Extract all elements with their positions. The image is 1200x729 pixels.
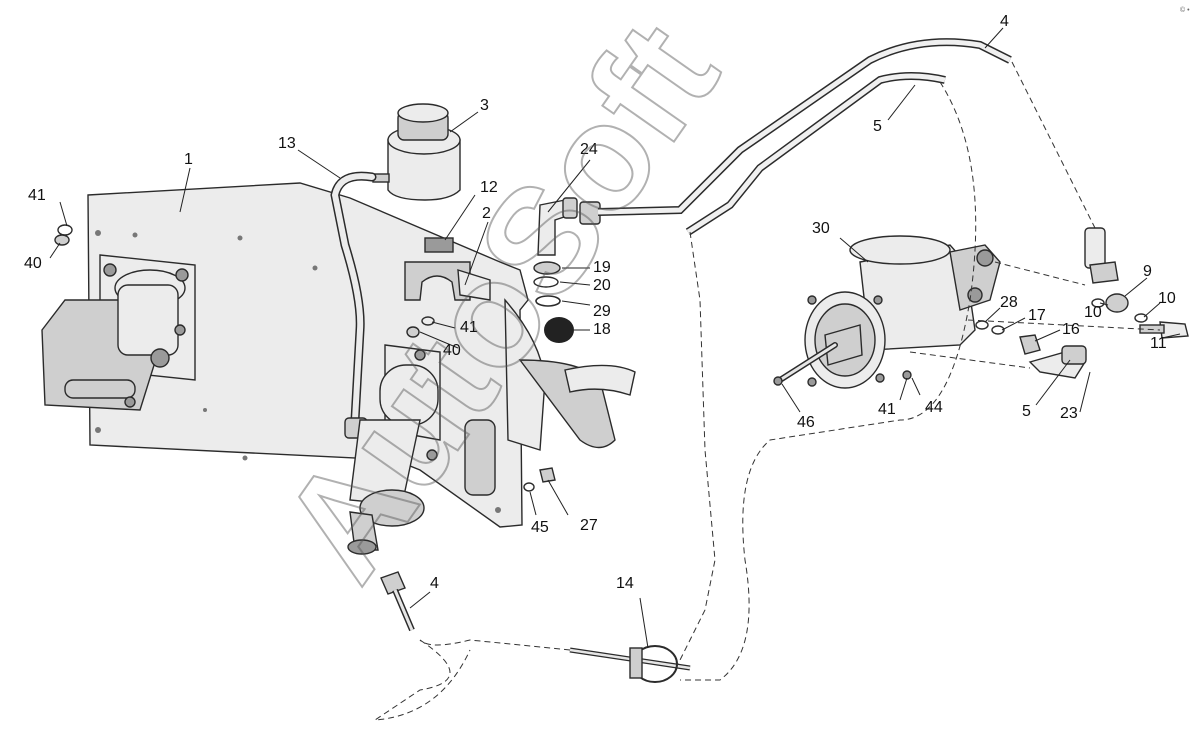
tube-4 — [597, 38, 1012, 216]
bracket-12 — [404, 237, 491, 301]
callout-44: 44 — [925, 399, 943, 416]
washer-41-left — [57, 224, 73, 236]
callout-16: 16 — [1062, 321, 1080, 338]
ring-45 — [523, 482, 535, 492]
washer-41-mid — [421, 316, 435, 326]
cap-18 — [544, 317, 574, 343]
callout-23: 23 — [1060, 405, 1078, 422]
seal-29 — [535, 295, 561, 307]
callout-27: 27 — [580, 517, 598, 534]
callout-41-mid: 41 — [460, 319, 478, 336]
corner-mark: © • — [1180, 6, 1190, 14]
callout-20: 20 — [593, 277, 611, 294]
callout-29: 29 — [593, 303, 611, 320]
callout-5-fitting: 5 — [1022, 403, 1031, 420]
callout-labels: 1 2 3 4 4 5 5 9 10 10 11 12 13 14 16 17 … — [24, 13, 1176, 592]
booster-30 — [773, 235, 1001, 389]
callout-18: 18 — [593, 321, 611, 338]
callout-41-left: 41 — [28, 187, 46, 204]
bolt-11 — [1139, 321, 1189, 339]
callout-13: 13 — [278, 135, 296, 152]
fitting-24 — [537, 197, 601, 256]
callout-19: 19 — [593, 259, 611, 276]
nut-16 — [1019, 334, 1041, 355]
nut-40-left — [54, 234, 70, 246]
fitting-23 — [1028, 345, 1087, 379]
callout-2: 2 — [482, 205, 491, 222]
washer-19 — [533, 261, 561, 275]
callout-10-left: 10 — [1084, 304, 1102, 321]
callout-28: 28 — [1000, 294, 1018, 311]
bolt-4-top — [1084, 227, 1119, 284]
tube-5 — [685, 72, 946, 236]
ring-28 — [975, 320, 989, 330]
washer-10-right — [1134, 313, 1148, 323]
ring-17 — [991, 325, 1005, 335]
ring-20 — [533, 276, 559, 288]
callout-3: 3 — [480, 97, 489, 114]
cable-tie-14 — [569, 645, 691, 683]
callout-40-mid: 40 — [443, 342, 461, 359]
pedal-lever — [504, 298, 636, 451]
callout-41-right: 41 — [878, 401, 896, 418]
callout-10-right: 10 — [1158, 290, 1176, 307]
leader-lines — [49, 27, 1181, 649]
fluid-reservoir — [372, 103, 461, 201]
union-9 — [1105, 293, 1129, 313]
callout-24: 24 — [580, 141, 598, 158]
callout-17: 17 — [1028, 307, 1046, 324]
callout-45: 45 — [531, 519, 549, 536]
callout-9: 9 — [1143, 263, 1152, 280]
callout-1: 1 — [184, 151, 193, 168]
callout-4-lower: 4 — [430, 575, 439, 592]
pedal-actuator-unit — [41, 254, 196, 411]
bolt-4-lower — [380, 571, 415, 632]
pin-27 — [539, 467, 556, 483]
callout-11: 11 — [1150, 335, 1167, 352]
callout-5-tube: 5 — [873, 118, 882, 135]
routing-lines — [373, 61, 1161, 721]
callout-46: 46 — [797, 414, 815, 431]
washer-10-left — [1091, 298, 1105, 308]
callout-30: 30 — [812, 220, 830, 237]
callout-40-left: 40 — [24, 255, 42, 272]
master-cylinder — [347, 344, 441, 555]
nut-40-mid — [406, 326, 420, 338]
callout-12: 12 — [480, 179, 498, 196]
callout-14: 14 — [616, 575, 634, 592]
callout-4-top: 4 — [1000, 13, 1009, 30]
